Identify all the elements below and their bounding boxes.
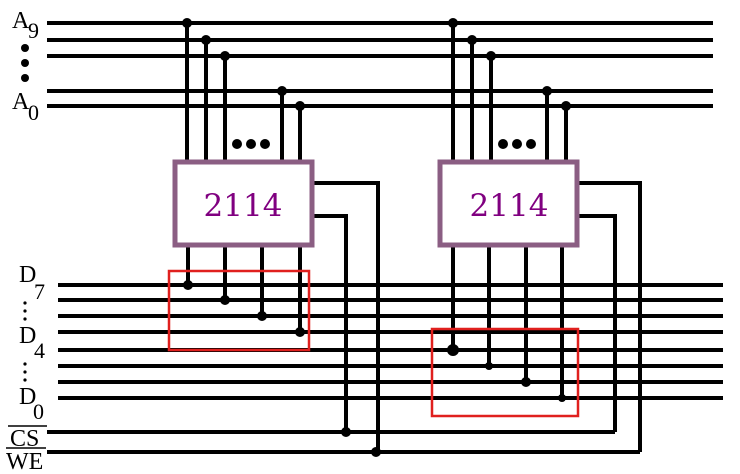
chip2-we-wire xyxy=(577,181,642,452)
chip1-cs-wire xyxy=(312,214,348,432)
chip2-data-pins xyxy=(451,245,564,398)
address-bus xyxy=(47,21,713,108)
data-label-top-index: 7 xyxy=(34,279,45,304)
chip-2-label: 2114 xyxy=(470,188,549,224)
chip-2: 2114 xyxy=(437,159,580,248)
data-label-mid-index: 4 xyxy=(34,338,45,363)
chip-1: 2114 xyxy=(172,159,315,248)
data-label-bottom: D xyxy=(19,384,36,410)
chip2-cs-wire xyxy=(577,214,617,432)
address-label-bottom-index: 0 xyxy=(28,100,39,125)
chip2-control-wires xyxy=(577,181,642,452)
we-label: WE xyxy=(6,449,43,474)
data-label-top: D xyxy=(19,262,36,288)
data-label-mid: D xyxy=(19,323,36,349)
chip-1-label: 2114 xyxy=(204,188,283,224)
chip1-pin-ellipsis xyxy=(232,139,270,149)
chip1-control-junctions xyxy=(341,427,381,457)
chip1-we-wire xyxy=(312,181,380,452)
chip-1-body xyxy=(172,159,315,248)
chip1-address-junctions xyxy=(182,18,305,111)
data-ellipsis-lower xyxy=(23,362,27,382)
chip2-data-junctions xyxy=(447,344,566,402)
address-label-top-index: 9 xyxy=(28,18,39,43)
data-label-bottom-index: 0 xyxy=(33,399,44,424)
chip-2-body xyxy=(437,159,580,248)
control-lines xyxy=(47,430,640,454)
chip1-control-wires xyxy=(312,181,380,452)
highlight-box-high-nibble xyxy=(167,269,311,352)
address-ellipsis xyxy=(21,44,29,82)
chip1-address-pins xyxy=(185,23,302,162)
address-label-bottom: A xyxy=(12,89,30,115)
chip1-data-pins xyxy=(186,245,302,332)
data-ellipsis-upper xyxy=(23,301,27,321)
address-label-top: A xyxy=(12,8,30,34)
highlight-box-low-nibble xyxy=(430,327,580,418)
chip1-data-junctions xyxy=(183,280,305,337)
chip2-address-junctions xyxy=(448,18,571,111)
data-bus xyxy=(58,283,723,400)
chip2-address-pins xyxy=(451,23,568,162)
chip2-pin-ellipsis xyxy=(498,139,536,149)
